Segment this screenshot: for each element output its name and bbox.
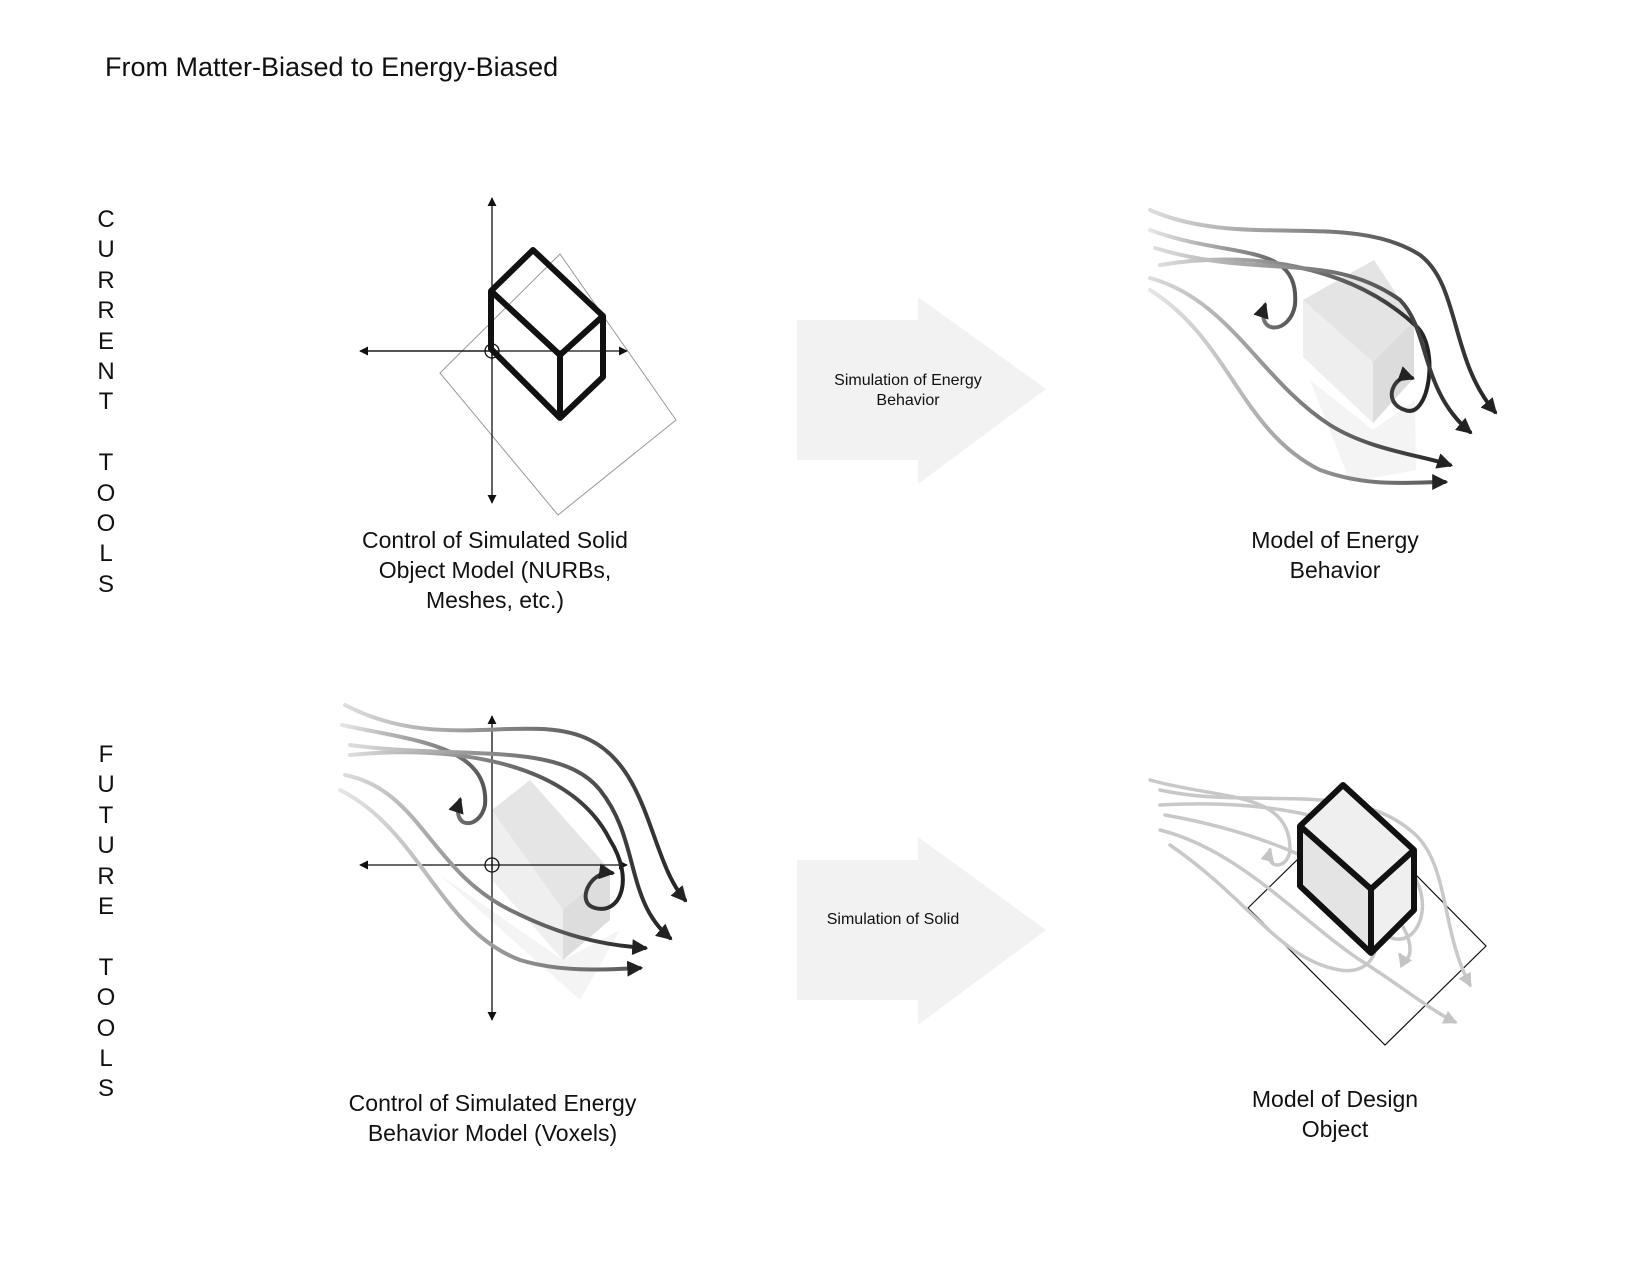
energy-control-model-figure <box>338 703 688 1021</box>
row-label-current-tools: C U R R E N T T O O L S <box>96 206 116 598</box>
simulation-arrow-bottom <box>797 837 1046 1025</box>
solid-box <box>1297 782 1417 956</box>
ground-plane <box>439 253 677 516</box>
flow-line <box>343 703 688 903</box>
caption-energy-behavior-model: Model of Energy Behavior <box>1251 527 1419 583</box>
arrow-label-bottom: Simulation of Solid <box>826 911 960 928</box>
flow-line <box>348 750 625 911</box>
origin-marker <box>484 857 500 873</box>
caption-energy-control-model: Control of Simulated Energy Behavior Mod… <box>348 1090 637 1146</box>
flow-line <box>343 773 649 956</box>
flow-line <box>338 788 644 977</box>
flow-line <box>1148 228 1298 330</box>
solid-box <box>488 247 606 421</box>
flow-line <box>1148 288 1449 491</box>
solid-object-model-figure <box>359 197 677 516</box>
arrow-label-top: Simulation of Energy Behavior <box>834 372 982 409</box>
flow-line <box>348 743 673 941</box>
flow-line <box>1148 778 1292 867</box>
simulation-arrow-top <box>797 297 1046 484</box>
diagram-title: From Matter-Biased to Energy-Biased <box>105 52 559 82</box>
caption-solid-object-model: Control of Simulated Solid Object Model … <box>362 527 628 613</box>
flow-line <box>1148 208 1498 415</box>
flow-line <box>1158 788 1472 988</box>
flow-line <box>1148 276 1454 469</box>
flow-line <box>340 723 488 826</box>
energy-behavior-figure <box>1148 208 1498 491</box>
flow-line <box>1168 843 1386 973</box>
caption-design-object-model: Model of Design Object <box>1251 1086 1419 1142</box>
flow-line <box>1158 828 1458 1024</box>
design-object-figure <box>1148 778 1487 1046</box>
row-label-future-tools: F U T U R E T O O L S <box>96 741 116 1103</box>
flow-line <box>1158 257 1432 413</box>
faint-object <box>1303 260 1416 482</box>
flow-line <box>1153 246 1473 435</box>
